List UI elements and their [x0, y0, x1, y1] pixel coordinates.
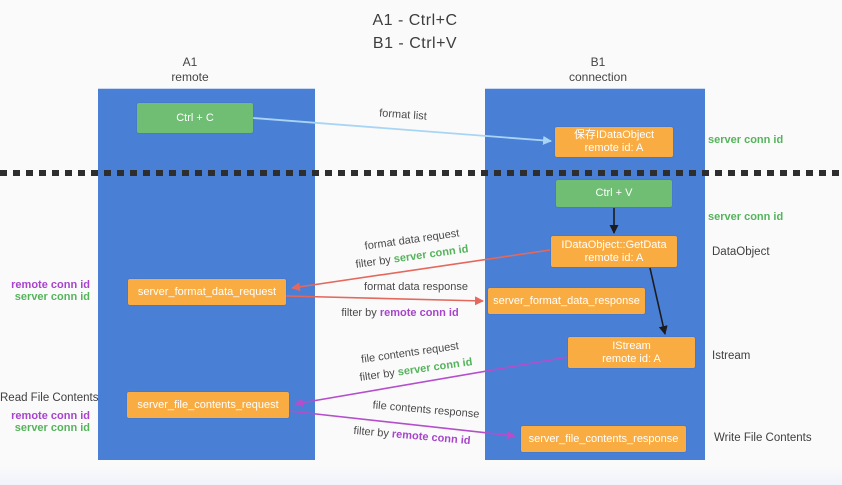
lane-header-a1: A1 remote [130, 55, 250, 85]
remote-conn-id-note: remote conn id [11, 279, 90, 291]
lane-b1-title: B1 [590, 55, 606, 69]
server-file-contents-request-node: server_file_contents_request [127, 392, 289, 418]
server-format-data-response-node: server_format_data_response [488, 288, 645, 314]
save-idataobject-line1: 保存IDataObject [573, 129, 655, 141]
diagram-title: A1 - Ctrl+C B1 - Ctrl+V [310, 9, 520, 55]
ctrl-v-node: Ctrl + V [556, 180, 672, 207]
lane-a1-title: A1 [182, 55, 198, 69]
server-format-data-request-node: server_format_data_request [128, 279, 286, 305]
istream-line2: remote id: A [602, 352, 661, 365]
server-file-contents-response-node: server_file_contents_response [521, 426, 686, 452]
write-file-contents-note: Write File Contents [714, 432, 812, 444]
istream-line1: IStream [612, 339, 651, 352]
arrow-format-list [252, 117, 552, 145]
save-idataobject-node: 保存IDataObject remote id: A [555, 127, 673, 157]
arrow-format-data-response [285, 295, 484, 306]
server-conn-id-note: server conn id [14, 291, 90, 303]
ctrl-c-node: Ctrl + C [137, 103, 253, 133]
save-idataobject-line2: remote id: A [584, 142, 644, 154]
format-conn-id-notes: remote conn id server conn id [0, 279, 96, 303]
arrow-file-contents-request [294, 356, 569, 408]
read-file-contents-note: Read File Contents [0, 392, 99, 404]
read-file-contents-notes: Read File Contents remote conn id server… [0, 392, 99, 434]
server-format-data-response-label: server_format_data_response [493, 294, 640, 307]
arrow-format-data-request [291, 249, 551, 292]
idataobject-getdata-node: IDataObject::GetData remote id: A [551, 236, 677, 267]
server-conn-id-note-top: server conn id [708, 134, 784, 146]
ctrl-v-label: Ctrl + V [595, 187, 633, 199]
remote-conn-id-key: remote conn id [379, 307, 459, 319]
diagram-title-line1: A1 - Ctrl+C [372, 12, 458, 29]
filter-by-text: filter by [341, 307, 377, 319]
lane-b1-subtitle: connection [568, 70, 628, 84]
copy-paste-divider-line [0, 170, 842, 176]
ctrl-c-label: Ctrl + C [176, 111, 214, 124]
server-file-contents-response-label: server_file_contents_response [528, 432, 679, 445]
istream-node: IStream remote id: A [568, 337, 695, 368]
format-data-response-filter-label: filter by remote conn id [341, 307, 458, 319]
server-format-data-request-label: server_format_data_request [137, 285, 277, 298]
format-data-response-label: format data response [364, 281, 468, 293]
diagram-title-line2: B1 - Ctrl+V [372, 35, 458, 52]
arrow-getdata-to-istream [649, 267, 668, 335]
server-file-contents-request-label: server_file_contents_request [137, 398, 279, 411]
getdata-line1: IDataObject::GetData [561, 238, 667, 251]
getdata-line2: remote id: A [584, 251, 644, 264]
arrow-file-contents-response [288, 410, 516, 440]
server-conn-id-note: server conn id [14, 422, 90, 434]
lane-a1-subtitle: remote [171, 70, 209, 84]
server-conn-id-note-mid: server conn id [708, 211, 784, 223]
lane-header-b1: B1 connection [538, 55, 658, 85]
remote-conn-id-note: remote conn id [11, 410, 90, 422]
istream-note: Istream [712, 350, 751, 362]
dataobject-note: DataObject [712, 246, 770, 258]
